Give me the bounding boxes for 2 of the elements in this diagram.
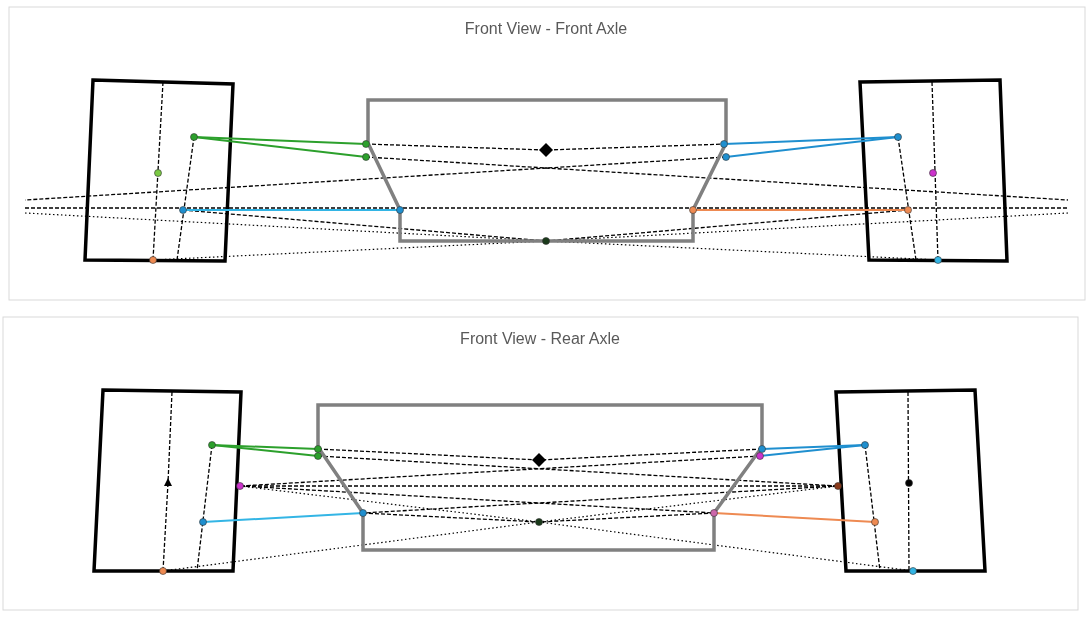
chart-title: Front View - Rear Axle <box>460 330 620 348</box>
chart-title: Front View - Front Axle <box>464 20 628 38</box>
